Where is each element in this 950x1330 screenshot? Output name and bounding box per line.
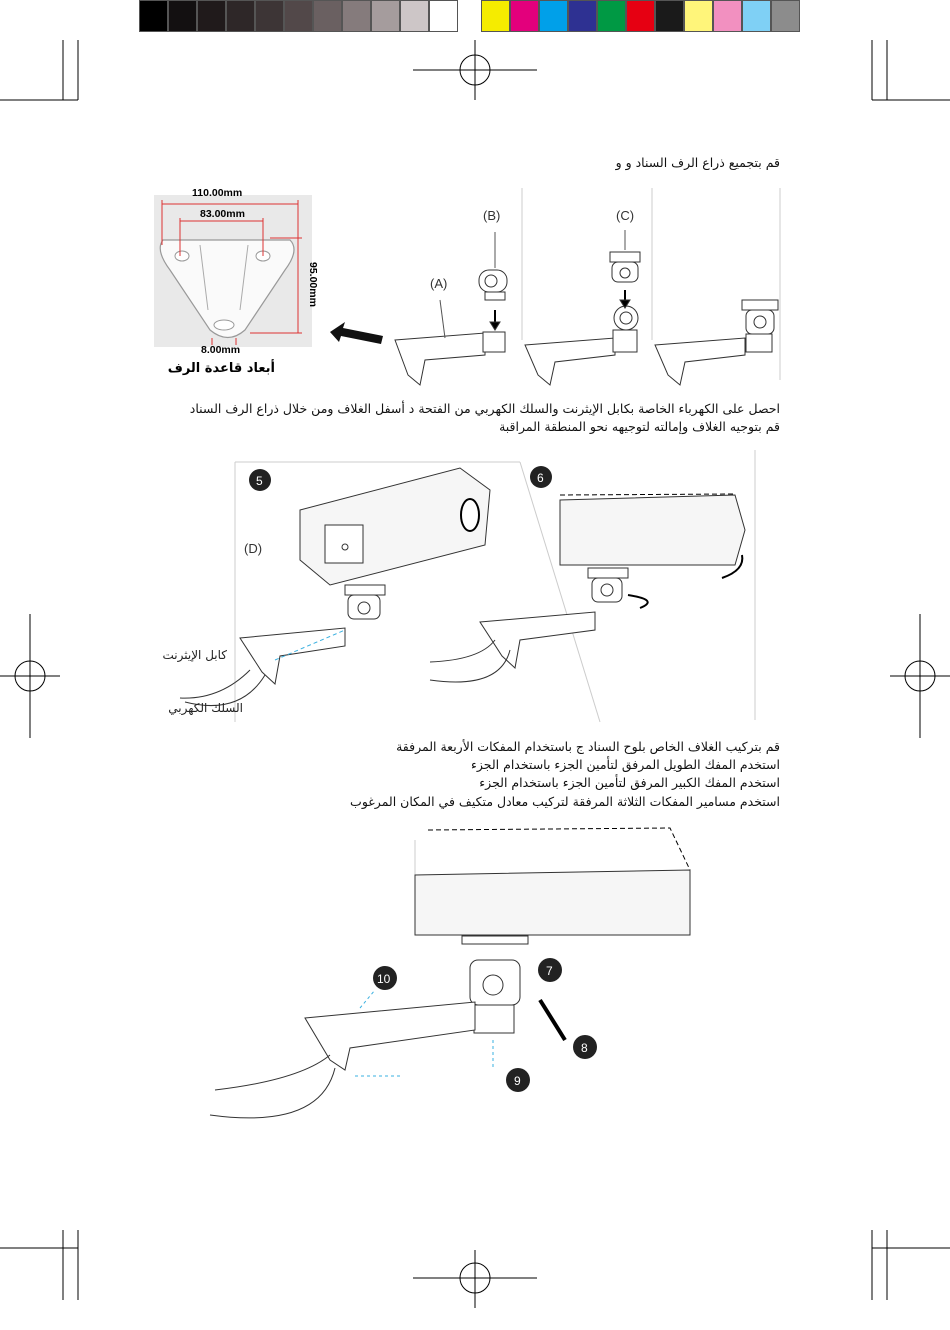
- instruction-mount-line4: استخدم مسامير المفكات الثلاثة المرفقة لت…: [350, 794, 780, 809]
- crop-marks: [0, 40, 950, 1308]
- step-6: 6: [537, 471, 544, 485]
- base-caption: أبعاد قاعدة الرف: [168, 359, 275, 376]
- step-badge-7: [538, 958, 562, 982]
- step-7: 7: [546, 964, 553, 978]
- color-swatch-3: [539, 0, 568, 32]
- step-9: 9: [514, 1074, 521, 1088]
- gray-swatch-4: [226, 0, 255, 32]
- step-10: 10: [377, 972, 391, 986]
- step-badge-5: [249, 469, 271, 491]
- label-a: (A): [430, 276, 447, 291]
- gray-swatch-2: [168, 0, 197, 32]
- step-badge-9: [506, 1068, 530, 1092]
- power-cord-label: السلك الكهربي: [168, 701, 243, 716]
- gray-swatch-11: [429, 0, 458, 32]
- color-swatch-5: [597, 0, 626, 32]
- color-swatch-2: [510, 0, 539, 32]
- instruction-mount-line3: استخدم المفك الكبير المرفق لتأمين الجزء …: [479, 775, 780, 790]
- gray-swatch-1: [139, 0, 168, 32]
- housing-wiring-diagram: [179, 450, 756, 723]
- gray-swatch-6: [284, 0, 313, 32]
- dim-height: 95.00mm: [307, 262, 319, 307]
- dim-hole: 8.00mm: [201, 344, 240, 356]
- color-swatch-4: [568, 0, 597, 32]
- mounting-exploded-diagram: [209, 827, 691, 1119]
- color-swatch-11: [771, 0, 800, 32]
- instruction-mount-line2: استخدم المفك الطويل المرفق لتأمين الجزء …: [470, 757, 780, 772]
- dim-width-outer: 110.00mm: [192, 187, 242, 199]
- step-badge-6: [530, 466, 552, 488]
- gray-swatch-10: [400, 0, 429, 32]
- pointer-arrow: [330, 322, 383, 344]
- label-c: (C): [616, 208, 634, 223]
- instruction-mount-line1: قم بتركيب الغلاف الخاص بلوح السناد ج باس…: [396, 739, 780, 754]
- color-swatch-1: [481, 0, 510, 32]
- step-badge-8: [573, 1035, 597, 1059]
- color-swatch-7: [655, 0, 684, 32]
- label-b: (B): [483, 208, 500, 223]
- step-5: 5: [256, 474, 263, 488]
- color-calibration-bar: [481, 0, 800, 32]
- instruction-wiring-line2: قم بتوجيه الغلاف وإمالته لتوجيهه نحو الم…: [499, 419, 780, 434]
- color-swatch-8: [684, 0, 713, 32]
- gray-swatch-5: [255, 0, 284, 32]
- gray-swatch-8: [342, 0, 371, 32]
- gray-swatch-7: [313, 0, 342, 32]
- label-d: (D): [244, 541, 262, 556]
- step-badge-10: [373, 966, 397, 990]
- step-8: 8: [581, 1041, 588, 1055]
- color-swatch-6: [626, 0, 655, 32]
- instruction-assemble-bracket: قم بتجميع ذراع الرف السناد و و: [615, 155, 780, 170]
- color-swatch-10: [742, 0, 771, 32]
- bracket-assembly-steps: [394, 188, 781, 386]
- gray-swatch-3: [197, 0, 226, 32]
- gray-swatch-9: [371, 0, 400, 32]
- base-dimension-diagram: 110.00mm 83.00mm 95.00mm 8.00mm أبعاد قا…: [154, 187, 319, 376]
- ethernet-label: كابل الإيثرنت: [163, 648, 228, 663]
- color-swatch-9: [713, 0, 742, 32]
- instruction-wiring-line1: احصل على الكهرباء الخاصة بكابل الإيثرنت …: [189, 401, 780, 416]
- grayscale-calibration-bar: [139, 0, 458, 32]
- dim-width-inner: 83.00mm: [200, 208, 245, 220]
